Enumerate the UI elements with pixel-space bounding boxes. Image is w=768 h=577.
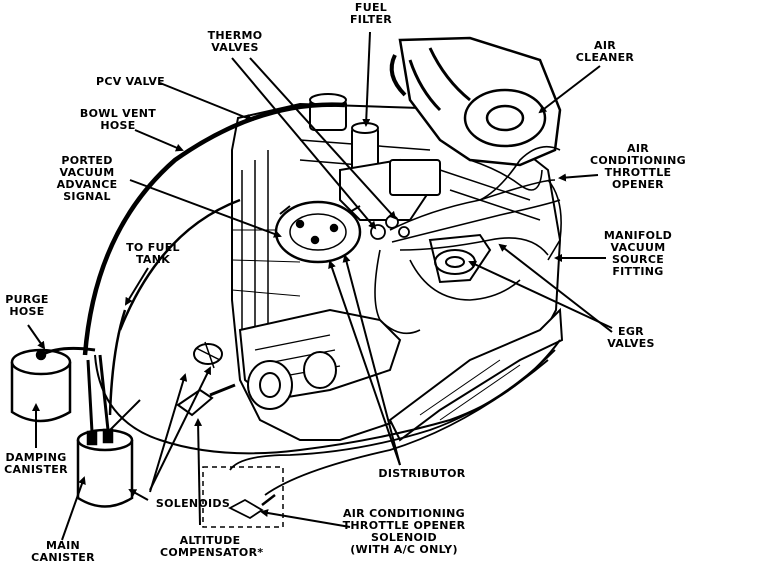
leader-thermo-valves: [231, 57, 377, 230]
label-air-cleaner: AIR CLEANER: [575, 39, 635, 64]
leader-to-fuel-tank: [124, 267, 149, 306]
leader-ported-vacuum: [129, 179, 282, 238]
leader-egr-valves-2: [498, 243, 613, 333]
egr-valve-assembly: [428, 233, 492, 284]
bowl-vent-hose: [82, 102, 346, 356]
label-manifold-vacuum-source-fitting: MANIFOLD VACUUM SOURCE FITTING: [603, 229, 673, 278]
label-egr-valves: EGR VALVES: [607, 325, 655, 350]
leader-altitude-compensator: [194, 418, 203, 526]
label-bowl-vent-hose: BOWL VENT HOSE: [79, 107, 157, 132]
leader-thermo-valves-2: [249, 57, 397, 220]
distributor-body: [274, 200, 362, 264]
fuel-tank-line: [108, 309, 127, 416]
leader-pcv-valve: [159, 82, 254, 122]
damping-canister: [10, 346, 96, 423]
ac-solenoid-hose: [229, 349, 556, 496]
label-damping-canister: DAMPING CANISTER: [4, 451, 68, 476]
label-distributor: DISTRIBUTOR: [378, 467, 466, 480]
leader-fuel-filter: [362, 31, 371, 127]
leader-purge-hose: [27, 324, 46, 350]
leader-lines: [27, 31, 613, 541]
leader-air-cleaner: [538, 65, 601, 114]
vacuum-hoses: [374, 145, 562, 335]
air-cleaner-assembly: [389, 36, 562, 167]
purge-hose-loop: [118, 198, 241, 331]
label-to-fuel-tank: TO FUEL TANK: [126, 241, 180, 266]
main-canister: [76, 354, 134, 508]
label-pcv-valve: PCV VALVE: [96, 75, 165, 88]
leader-egr-valves: [468, 260, 613, 329]
carburetor: [309, 93, 441, 221]
leader-solenoids: [128, 489, 149, 501]
label-fuel-filter: FUEL FILTER: [349, 1, 393, 26]
label-thermo-valves: THERMO VALVES: [207, 29, 263, 54]
label-ac-throttle-opener: AIR CONDITIONING THROTTLE OPENER: [590, 142, 686, 191]
solenoid-components: [176, 341, 236, 417]
leader-distributor-2: [342, 254, 401, 466]
label-purge-hose: PURGE HOSE: [5, 293, 49, 318]
leader-solenoids-3: [149, 373, 188, 493]
leader-ac-throttle-opener: [558, 173, 599, 182]
leader-distributor: [328, 260, 401, 466]
label-ported-vacuum-advance-signal: PORTED VACUUM ADVANCE SIGNAL: [56, 154, 118, 203]
label-ac-opener-solenoid: AIR CONDITIONING THROTTLE OPENER SOLENOI…: [342, 507, 466, 556]
leader-bowl-vent-hose: [134, 129, 184, 152]
label-main-canister: MAIN CANISTER: [31, 539, 95, 564]
leader-solenoids-2: [149, 366, 211, 491]
label-altitude-compensator: ALTITUDE COMPENSATOR*: [160, 534, 264, 559]
leader-ac-opener-solenoid: [260, 509, 351, 528]
label-solenoids: SOLENOIDS: [155, 497, 231, 510]
ac-opener-solenoid-box: [202, 466, 284, 528]
leader-main-canister: [61, 476, 86, 541]
